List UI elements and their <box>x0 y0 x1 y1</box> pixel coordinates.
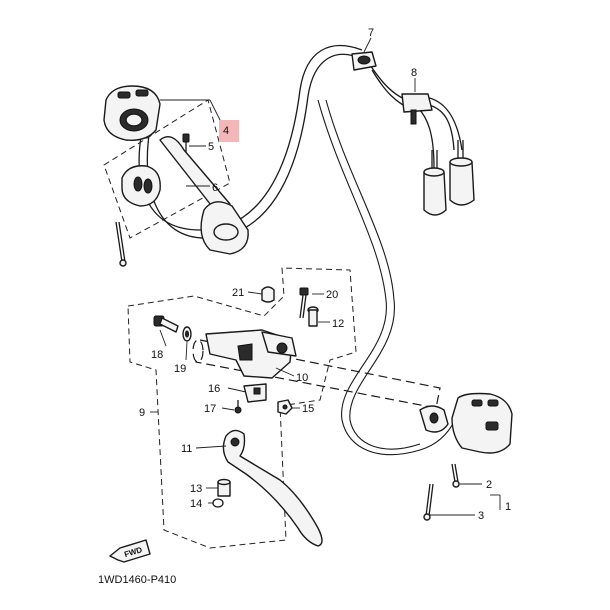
throttle-grip-sleeve <box>159 136 249 255</box>
callout-20[interactable]: 20 <box>326 289 338 301</box>
screw-part-5[interactable] <box>182 133 190 160</box>
callout-21[interactable]: 21 <box>232 287 244 299</box>
callout-highlight-4 <box>219 120 239 142</box>
washer-part-19[interactable] <box>182 326 192 342</box>
screw-part-2[interactable] <box>451 463 460 488</box>
callout-9[interactable]: 9 <box>139 407 145 419</box>
switch-lower-half-group <box>103 99 231 239</box>
screw-part-17[interactable] <box>234 400 242 414</box>
left-switch-housing[interactable] <box>103 85 161 141</box>
callout-6[interactable]: 6 <box>212 182 218 194</box>
lever-holder-part-10[interactable] <box>205 329 297 379</box>
long-screw-part-3[interactable] <box>423 483 434 521</box>
o-ring-part-14[interactable] <box>212 498 224 508</box>
callout-18[interactable]: 18 <box>151 349 163 361</box>
callout-10[interactable]: 10 <box>296 372 308 384</box>
callout-19[interactable]: 19 <box>174 363 186 375</box>
collar-part-13[interactable] <box>217 478 231 497</box>
bracket-part-16[interactable] <box>243 383 267 403</box>
cable-clamp-part-8[interactable] <box>401 93 433 125</box>
callout-2[interactable]: 2 <box>486 479 492 491</box>
callout-17[interactable]: 17 <box>204 403 216 415</box>
callout-15[interactable]: 15 <box>302 403 314 415</box>
bolt-part-20[interactable] <box>299 287 309 319</box>
pivot-pin-part-12[interactable] <box>307 306 319 327</box>
callout-11[interactable]: 11 <box>181 443 192 455</box>
adjuster-bolt-part-18[interactable] <box>153 315 179 333</box>
callout-3[interactable]: 3 <box>478 510 484 522</box>
cable-grommet-part-7[interactable] <box>351 51 377 71</box>
clutch-lever-part-11[interactable] <box>222 429 323 547</box>
clutch-assembly-group-part-9 <box>127 267 357 549</box>
callout-12[interactable]: 12 <box>332 318 344 330</box>
callout-16[interactable]: 16 <box>208 383 220 395</box>
callout-5[interactable]: 5 <box>208 141 214 153</box>
nut-part-15[interactable] <box>277 399 293 415</box>
callout-14[interactable]: 14 <box>190 498 202 510</box>
callout-7[interactable]: 7 <box>368 27 374 39</box>
callout-4[interactable]: 4 <box>223 125 229 137</box>
callout-13[interactable]: 13 <box>190 483 202 495</box>
cable-connector-caps <box>423 140 475 216</box>
forward-direction-badge: FWD <box>109 539 151 563</box>
cap-part-21[interactable] <box>261 286 275 303</box>
long-screw-left[interactable] <box>115 221 127 267</box>
diagram-code: 1WD1460-P410 <box>98 574 176 586</box>
callout-labels: 4 5 6 7 8 9 10 11 12 13 14 15 16 17 18 1… <box>139 27 511 522</box>
callout-1[interactable]: 1 <box>505 501 511 513</box>
callout-8[interactable]: 8 <box>411 67 417 79</box>
right-switch-housing[interactable] <box>419 392 513 454</box>
